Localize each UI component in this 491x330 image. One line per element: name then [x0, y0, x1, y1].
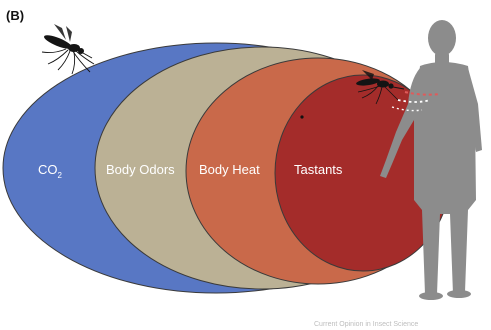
body-heat-label: Body Heat: [199, 162, 260, 177]
tastants-label: Tastants: [294, 162, 343, 177]
figure-caption: Current Opinion in Insect Science: [314, 321, 418, 328]
mosquito-icon: [42, 24, 94, 74]
body-odors-label: Body Odors: [106, 162, 175, 177]
tastants-dot: [300, 115, 303, 118]
panel-label: (B): [6, 8, 24, 23]
